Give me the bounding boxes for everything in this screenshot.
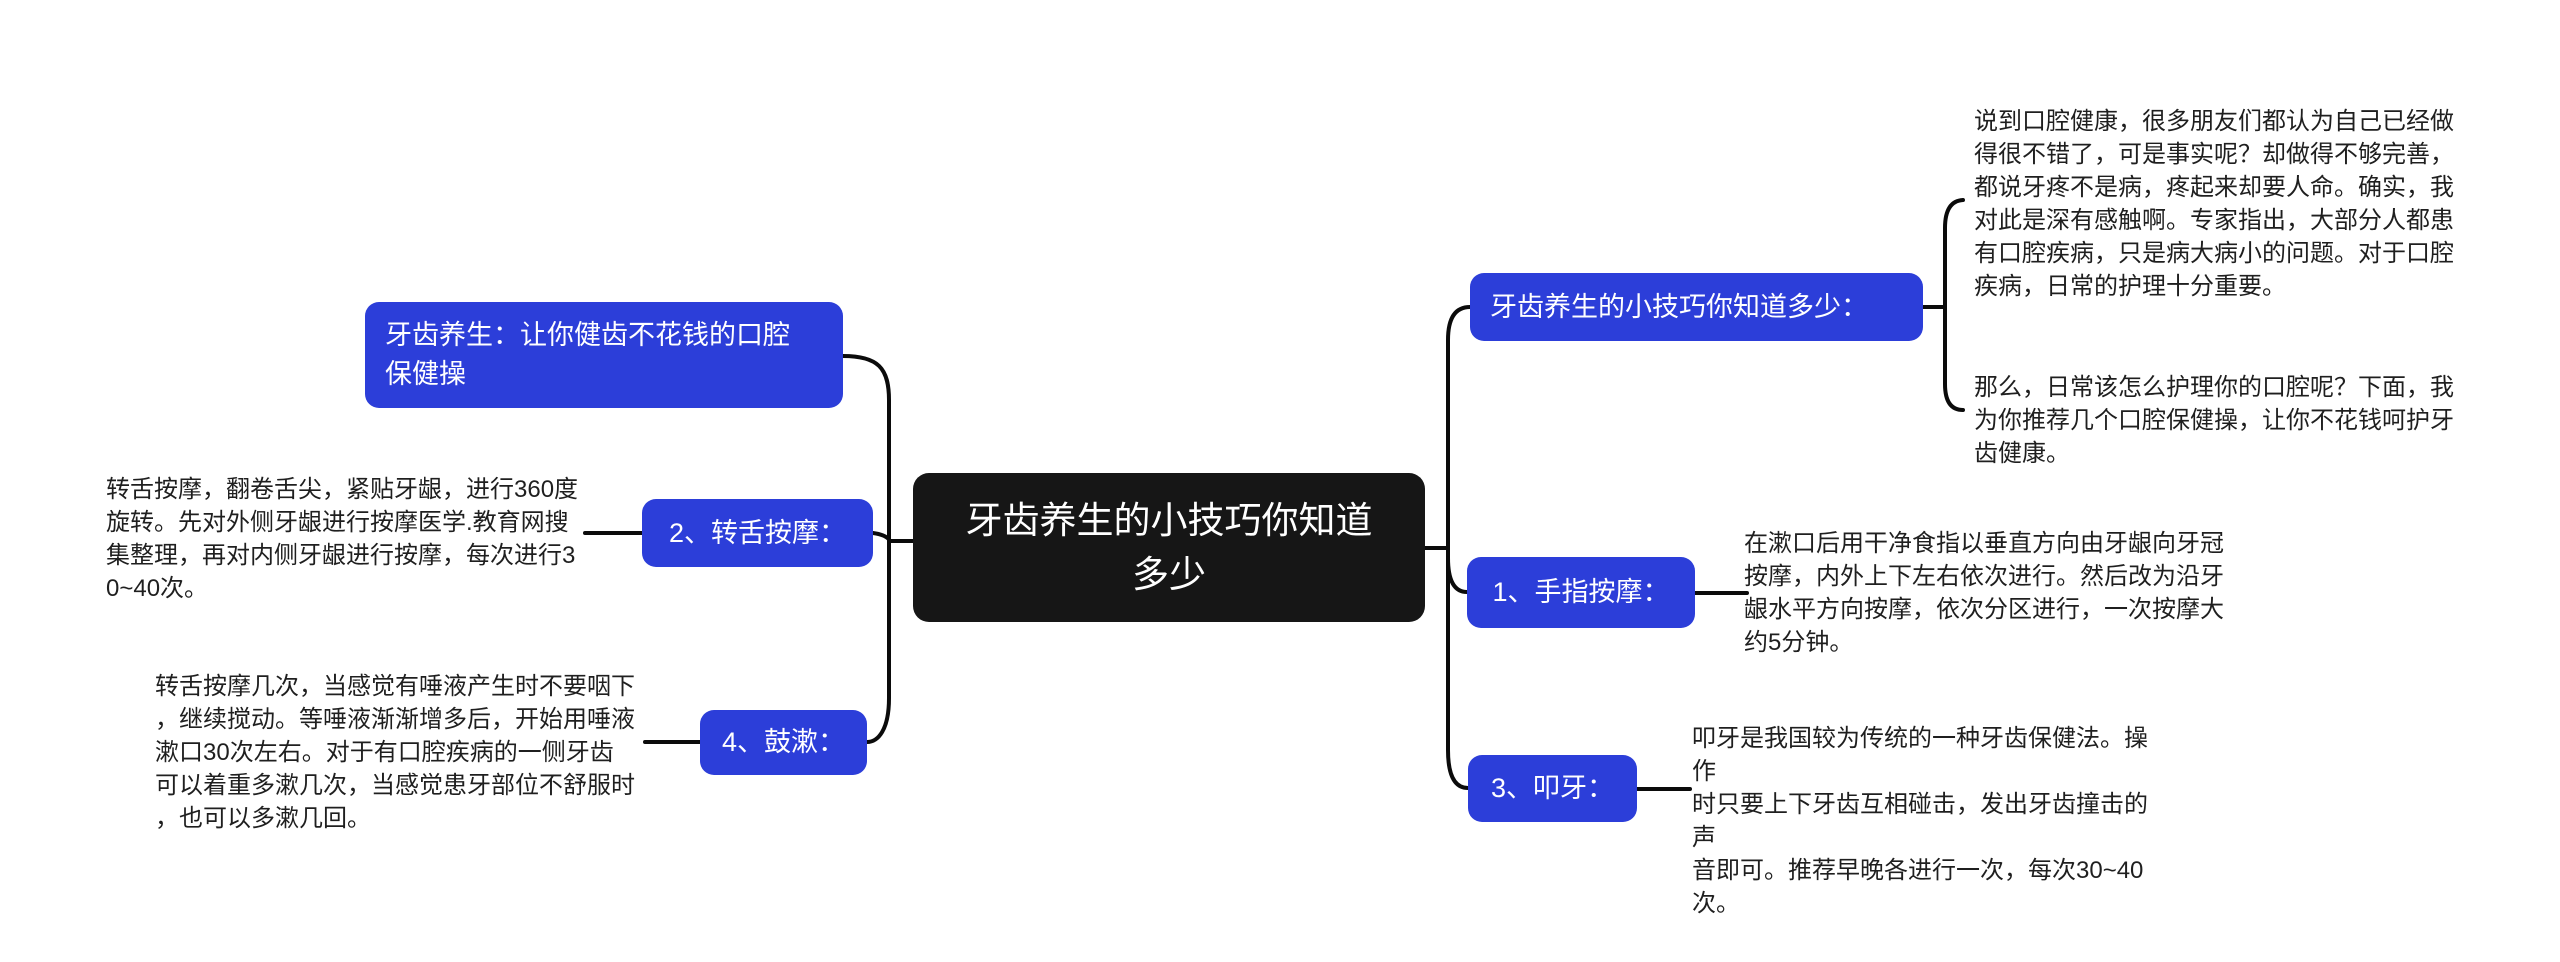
note-finger-massage: 在漱口后用干净食指以垂直方向由牙龈向牙冠 按摩，内外上下左右依次进行。然后改为沿… xyxy=(1744,530,2224,656)
node-left-title[interactable]: 牙齿养生：让你健齿不花钱的口腔 保健操 xyxy=(365,302,843,408)
note-teeth-tapping: 叩牙是我国较为传统的一种牙齿保健法。操作 时只要上下牙齿互相碰击，发出牙齿撞击的… xyxy=(1692,725,2148,917)
note-intro-2: 那么，日常该怎么护理你的口腔呢？下面，我 为你推荐几个口腔保健操，让你不花钱呵护… xyxy=(1974,374,2454,467)
connector-right-trunk xyxy=(1446,305,1472,790)
root-node[interactable]: 牙齿养生的小技巧你知道 多少 xyxy=(913,473,1425,622)
note-intro-1: 说到口腔健康，很多朋友们都认为自己已经做 得很不错了，可是事实呢？却做得不够完善… xyxy=(1974,108,2454,300)
connector-right-branch-item1 xyxy=(1446,556,1469,594)
connector-left-item2-to-center xyxy=(871,531,915,543)
connector-bracket xyxy=(1943,198,1965,412)
node-item-teeth-tapping[interactable]: 3、叩牙： xyxy=(1468,755,1637,822)
node-item-tongue-massage[interactable]: 2、转舌按摩： xyxy=(642,499,873,567)
node-item-rinse[interactable]: 4、鼓漱： xyxy=(700,710,867,775)
node-right-title[interactable]: 牙齿养生的小技巧你知道多少： xyxy=(1470,273,1923,341)
note-tongue-massage: 转舌按摩，翻卷舌尖，紧贴牙龈，进行360度 旋转。先对外侧牙龈进行按摩医学.教育… xyxy=(106,476,579,602)
note-rinse: 转舌按摩几次，当感觉有唾液产生时不要咽下 ，继续搅动。等唾液渐渐增多后，开始用唾… xyxy=(155,673,635,832)
node-item-finger-massage[interactable]: 1、手指按摩： xyxy=(1467,557,1695,628)
connector-left-trunk xyxy=(841,354,891,744)
